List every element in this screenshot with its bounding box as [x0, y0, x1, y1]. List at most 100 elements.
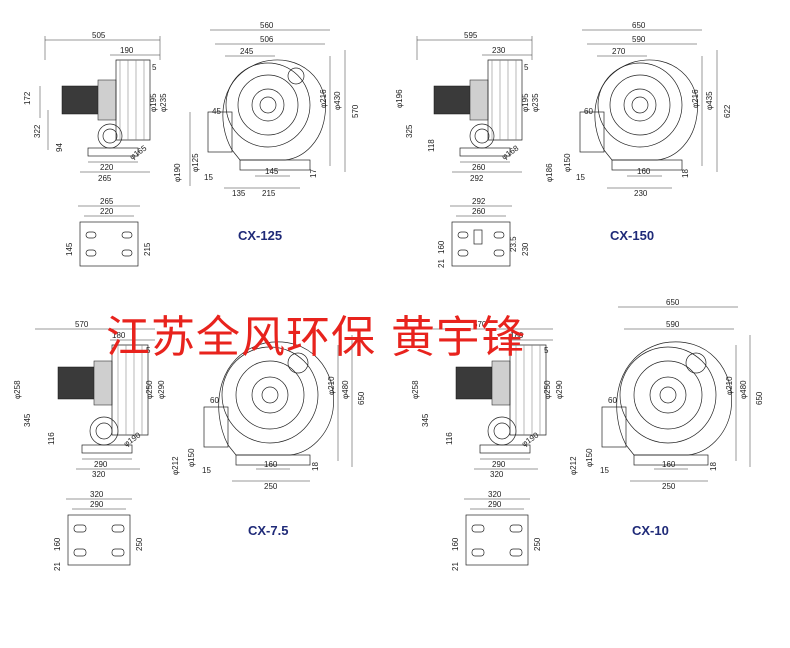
dim-front-phi-a: φ210 — [327, 376, 336, 395]
dim-front-height: 650 — [755, 391, 764, 405]
dim-front-height: 650 — [357, 391, 366, 405]
dim-side-w-total: 292 — [470, 174, 484, 183]
watermark-text: 江苏全风环保 黄宇锋 — [106, 312, 526, 363]
volute-housing — [594, 59, 698, 161]
dim-side-phi-b: φ235 — [159, 93, 168, 112]
dim-front-b1: 135 — [232, 189, 246, 198]
dim-base-top-inner: 260 — [472, 207, 486, 216]
dim-side-small: 116 — [445, 432, 454, 445]
dim-base-top-inner: 290 — [90, 500, 104, 509]
motor-flange — [93, 360, 113, 406]
side-view: 570 180 5 φ258 345 116 φ250 φ290 290 320… — [13, 320, 166, 479]
dim-base-right-h: 230 — [521, 242, 530, 256]
dim-side-phi-a: φ250 — [543, 380, 552, 399]
dim-front-right: 18 — [709, 462, 718, 471]
dim-side-top-right: 180 — [112, 331, 126, 340]
dim-side-phi-a: φ195 — [521, 93, 530, 112]
dim-front-phi-b: φ430 — [333, 91, 342, 110]
dim-side-w-base: 290 — [492, 460, 506, 469]
dim-side-top-total: 570 — [75, 320, 89, 329]
dim-front-top-mid: 590 — [666, 320, 680, 329]
dim-side-top-right: 180 — [510, 331, 524, 340]
dim-front-right: 18 — [681, 169, 690, 178]
dim-front-phi-out: φ212 — [171, 456, 180, 475]
outlet-circle — [469, 123, 495, 149]
dim-front-height: 570 — [351, 104, 360, 118]
base-plate — [67, 514, 131, 566]
dim-side-w-base: 290 — [94, 460, 108, 469]
side-view: 505 190 5 172 322 94 φ195 φ235 220 — [23, 31, 168, 183]
fan-housing-side — [487, 59, 523, 141]
dim-side-flange: 5 — [152, 63, 157, 72]
volute-housing — [218, 341, 334, 456]
dim-front-phi-b: φ435 — [705, 91, 714, 110]
motor-body — [455, 366, 493, 400]
outlet-flange — [601, 406, 627, 448]
motor-body — [57, 366, 95, 400]
outlet-circle — [89, 416, 119, 446]
dim-side-flange: 5 — [544, 346, 549, 355]
dim-base-left-small: 21 — [53, 562, 62, 571]
dim-front-offset: 60 — [210, 396, 219, 405]
motor-flange — [469, 79, 489, 121]
dim-base-top-inner: 220 — [100, 207, 114, 216]
outlet-circle — [487, 416, 517, 446]
dim-front-right: 17 — [309, 169, 318, 178]
dim-front-phi-out: φ190 — [173, 163, 182, 182]
dim-side-w-total: 320 — [490, 470, 504, 479]
dim-side-phi-b: φ290 — [555, 380, 564, 399]
volute-housing — [616, 341, 732, 456]
front-view: 650 590 φ210 φ480 650 60 φ212 φ150 15 16… — [569, 298, 764, 491]
motor-body — [433, 85, 471, 115]
front-view: 560 506 245 φ216 φ430 570 45 φ190 φ125 1… — [173, 21, 360, 198]
dim-front-phi-a: φ210 — [725, 376, 734, 395]
dim-side-phi-a: φ250 — [145, 380, 154, 399]
dim-side-h-upper: φ258 — [411, 380, 420, 399]
dim-front-top-total: 650 — [666, 298, 680, 307]
dim-side-top-right: 190 — [120, 46, 134, 55]
dim-front-top-total: 650 — [632, 21, 646, 30]
base-view: 320 290 160 21 250 — [53, 490, 144, 571]
dim-front-b2: 250 — [264, 482, 278, 491]
dim-side-h-lower: 322 — [33, 124, 42, 138]
dim-base-left-small: 21 — [451, 562, 460, 571]
dim-side-h-upper: φ258 — [13, 380, 22, 399]
dim-side-small: 116 — [47, 432, 56, 445]
dim-base-left-h: 160 — [437, 240, 446, 254]
dim-side-w-base: 260 — [472, 163, 486, 172]
dim-side-phi-b: φ235 — [531, 93, 540, 112]
dim-front-top-mid: 590 — [632, 35, 646, 44]
dim-front-b2: 215 — [262, 189, 276, 198]
motor-body — [61, 85, 99, 115]
dim-front-right: 18 — [311, 462, 320, 471]
front-view: 650 590 270 φ216 φ435 622 60 φ186 φ150 1… — [545, 21, 732, 198]
dim-base-left-h: 160 — [53, 537, 62, 551]
dim-base-right-h: 215 — [143, 242, 152, 256]
dim-front-top-inner: 270 — [612, 47, 626, 56]
model-label: CX-150 — [610, 228, 654, 243]
outlet-flange — [203, 406, 229, 448]
dim-side-h-lower: 345 — [421, 413, 430, 427]
dim-base-right-h: 250 — [135, 537, 144, 551]
dim-side-phi-b: φ290 — [157, 380, 166, 399]
model-label: CX-7.5 — [248, 523, 288, 538]
dim-side-h-lower: 325 — [405, 124, 414, 138]
front-view: φ210 φ480 650 60 φ212 φ150 15 160 250 18 — [171, 335, 366, 491]
dim-front-foot: 15 — [204, 173, 213, 182]
dim-front-offset: 45 — [212, 107, 221, 116]
motor-flange — [97, 79, 117, 121]
dim-front-phi-in: φ150 — [563, 153, 572, 172]
dim-front-phi-a: φ216 — [691, 89, 700, 108]
dim-base-left-small: 21 — [437, 259, 446, 268]
dim-front-top-mid: 506 — [260, 35, 274, 44]
dim-front-top-total: 560 — [260, 21, 274, 30]
dim-base-left-h: 160 — [451, 537, 460, 551]
panel-cx-10: 570 180 5 φ258 345 116 φ250 φ290 290 320… — [411, 298, 764, 571]
base-view: 265 220 145 215 — [65, 197, 152, 267]
outlet-circle — [97, 123, 123, 149]
dim-side-phi-outlet: φ190 — [520, 430, 541, 448]
dim-side-flange: 5 — [146, 346, 151, 355]
dim-base-right-h: 250 — [533, 537, 542, 551]
